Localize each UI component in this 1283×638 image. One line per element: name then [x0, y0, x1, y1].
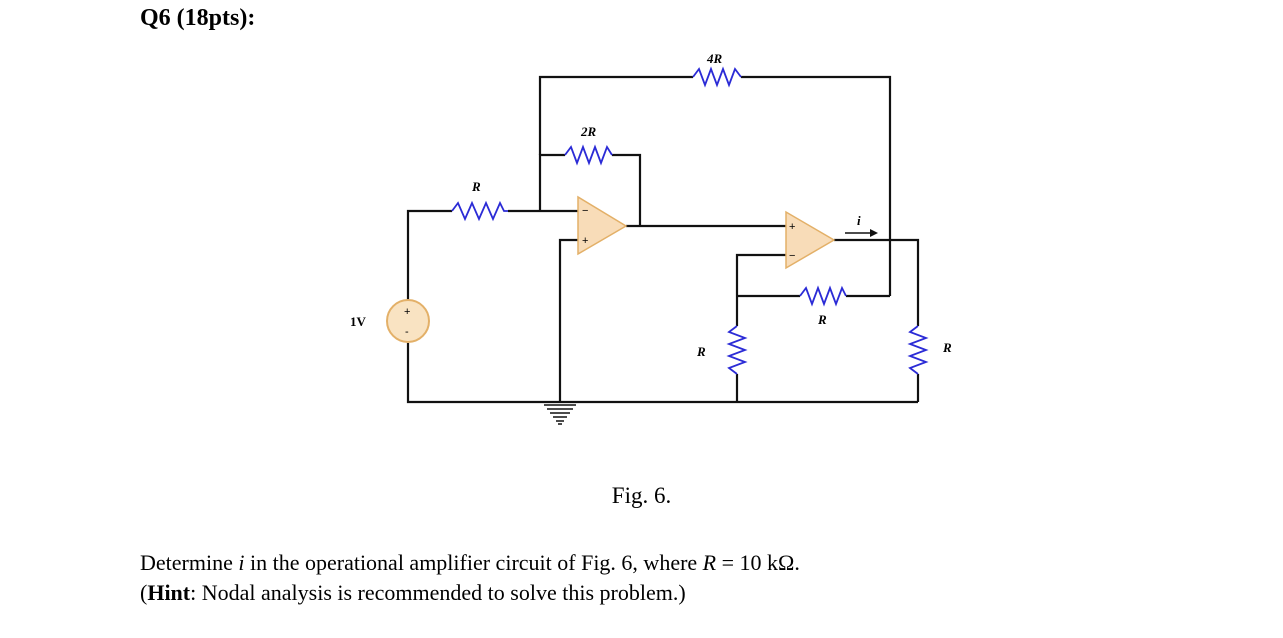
- label-r-ground: R: [696, 344, 706, 359]
- ground-icon: [544, 404, 576, 425]
- question-line-2: (Hint: Nodal analysis is recommended to …: [140, 578, 800, 608]
- resistor-2r: [564, 144, 613, 166]
- q-var-i: i: [238, 550, 245, 575]
- hint-open: (: [140, 580, 148, 605]
- label-4r: 4R: [706, 51, 723, 66]
- current-arrow-icon: [845, 229, 878, 237]
- resistor-r-ground: [726, 325, 748, 375]
- voltage-source: + -: [386, 299, 430, 343]
- question-heading: Q6 (18pts):: [140, 5, 256, 31]
- label-r-input: R: [471, 179, 481, 194]
- label-r-feedback: R: [817, 312, 827, 327]
- label-current: i: [857, 213, 861, 228]
- label-source: 1V: [350, 314, 367, 329]
- circuit-wires: [406, 75, 920, 404]
- hint-label: Hint: [147, 580, 191, 605]
- svg-text:+: +: [582, 235, 588, 247]
- svg-text:+: +: [404, 306, 410, 318]
- label-r-load: R: [942, 340, 952, 355]
- circuit-diagram: − + + − + - 1V R 2R 4R R R R i: [350, 51, 952, 425]
- svg-text:+: +: [789, 221, 795, 233]
- q-text-pre: Determine: [140, 550, 239, 575]
- svg-text:−: −: [789, 250, 795, 262]
- question-line-1: Determine i in the operational amplifier…: [140, 548, 800, 578]
- op-amp-2: + −: [785, 210, 836, 270]
- svg-text:−: −: [582, 205, 588, 217]
- question-text: Determine i in the operational amplifier…: [140, 548, 800, 608]
- resistor-r-load: [907, 325, 929, 375]
- label-2r: 2R: [580, 124, 597, 139]
- svg-text:-: -: [405, 326, 409, 338]
- q-var-r: R: [702, 550, 717, 575]
- op-amp-1: − +: [577, 195, 628, 256]
- figure-caption: Fig. 6.: [611, 483, 672, 508]
- hint-text: : Nodal analysis is recommended to solve…: [190, 580, 686, 605]
- q-text-post: = 10 kΩ.: [716, 550, 800, 575]
- resistor-r-input: [451, 200, 508, 222]
- resistor-r-feedback: [799, 285, 847, 307]
- q-text-mid: in the operational amplifier circuit of …: [244, 550, 703, 575]
- resistor-4r: [692, 66, 742, 88]
